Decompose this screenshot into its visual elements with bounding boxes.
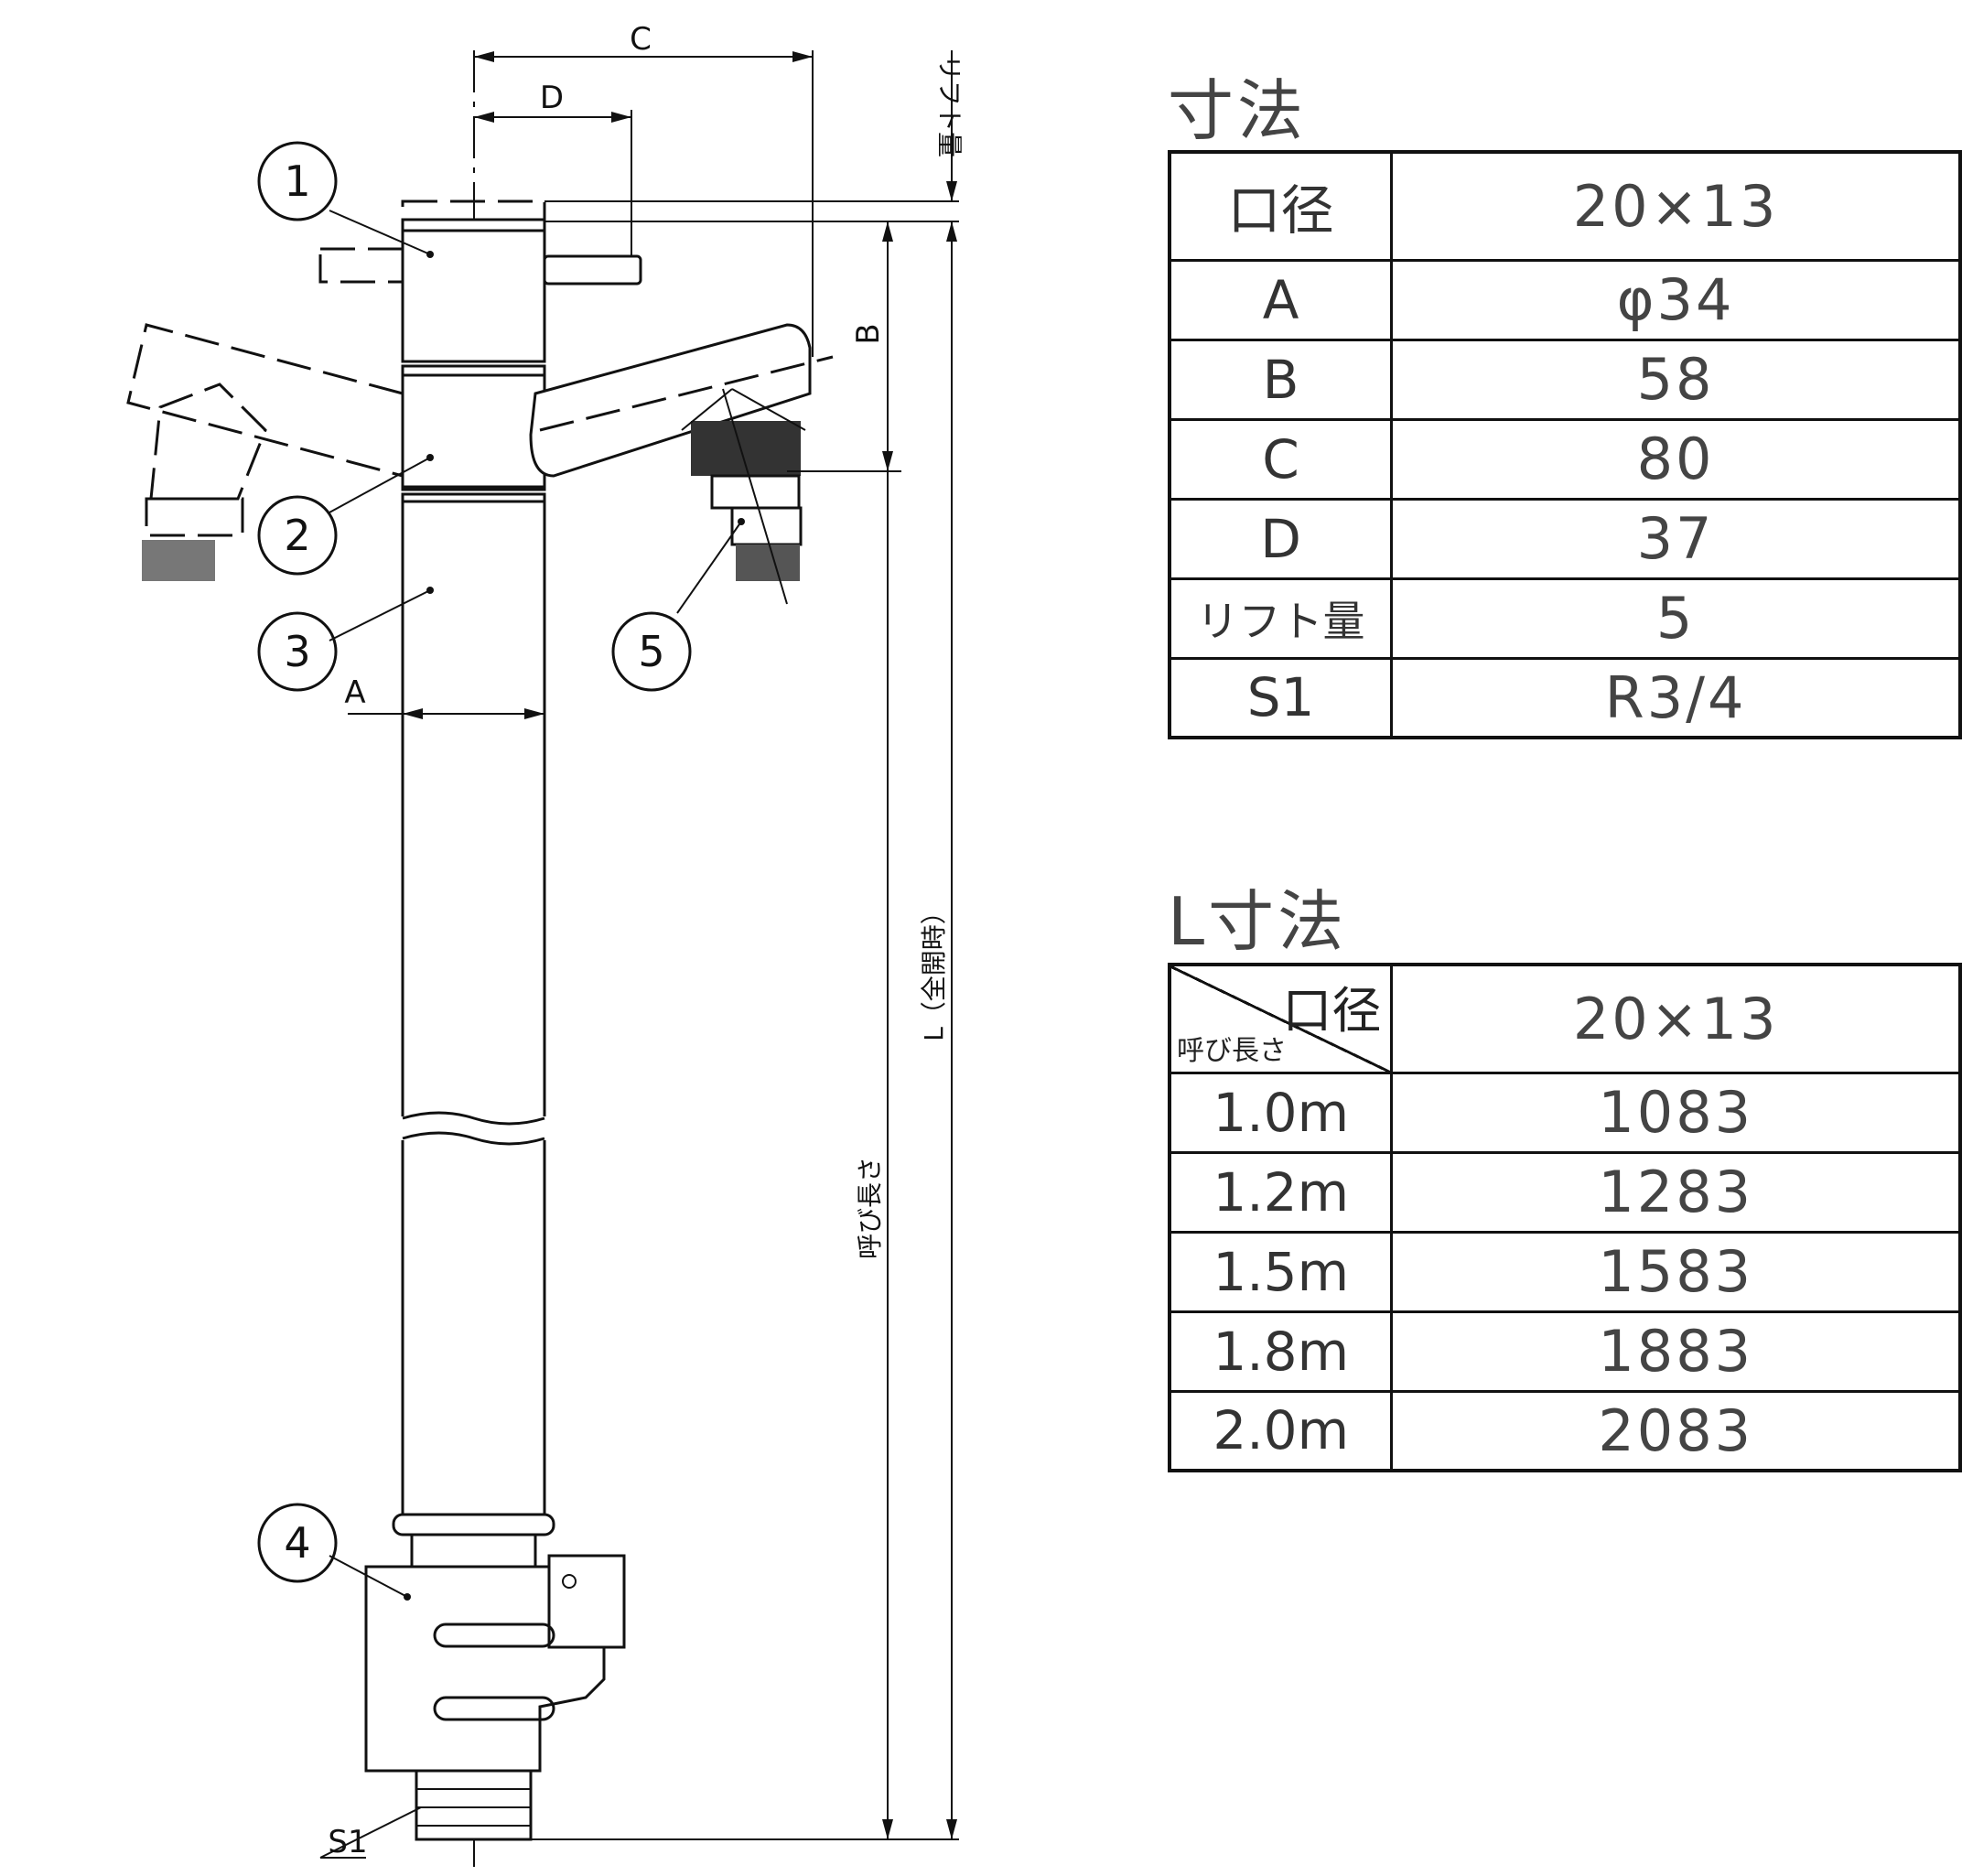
row-value: R3/4	[1390, 656, 1962, 739]
bore-value: 20×13	[1390, 963, 1962, 1074]
corner-bore: 口径	[1282, 982, 1382, 1040]
length-table: 口径 呼び長さ 20×13 1.0m 1083 1.2m 1283 1.5m 1…	[1168, 963, 1962, 1472]
table-row: B 58	[1168, 338, 1962, 421]
row-value: 37	[1390, 497, 1962, 580]
table-row: 1.2m 1283	[1168, 1150, 1962, 1234]
dim-label-c: C	[630, 21, 652, 58]
row-key: 1.2m	[1168, 1150, 1394, 1234]
row-value: 1283	[1390, 1150, 1962, 1234]
corner-nominal-length: 呼び長さ	[1177, 1034, 1287, 1067]
svg-text:4: 4	[284, 1518, 310, 1568]
dim-label-d: D	[540, 80, 564, 116]
row-key: リフト量	[1168, 577, 1394, 660]
callout-1: 1	[257, 141, 338, 221]
length-table-title: L寸法	[1168, 883, 1348, 960]
bore-value: 20×13	[1390, 150, 1962, 262]
table-row: 1.0m 1083	[1168, 1071, 1962, 1154]
row-key: C	[1168, 417, 1394, 501]
row-key: S1	[1168, 656, 1394, 739]
table-row: S1 R3/4	[1168, 656, 1962, 739]
row-value: φ34	[1390, 258, 1962, 341]
length-label: L（全開時）	[919, 899, 949, 1041]
nominal-length-label: 呼び長さ	[855, 1157, 885, 1259]
table-row: A φ34	[1168, 258, 1962, 341]
row-value: 5	[1390, 577, 1962, 660]
row-key: 1.8m	[1168, 1310, 1394, 1393]
corner-header: 口径 呼び長さ	[1168, 963, 1394, 1074]
row-value: 2083	[1390, 1389, 1962, 1472]
row-value: 58	[1390, 338, 1962, 421]
callout-2: 2	[257, 495, 338, 576]
dim-label-s1: S1	[328, 1824, 367, 1860]
dimension-table-title: 寸法	[1168, 72, 1308, 149]
svg-text:2: 2	[284, 511, 310, 560]
callout-4: 4	[257, 1503, 338, 1583]
faucet-technical-drawing: C D リフト量 B A	[126, 21, 965, 1867]
row-key: 2.0m	[1168, 1389, 1394, 1472]
table-row: 口径 20×13	[1168, 150, 1962, 262]
table-row: リフト量 5	[1168, 577, 1962, 660]
row-key: A	[1168, 258, 1394, 341]
callout-3: 3	[257, 611, 338, 692]
row-value: 1583	[1390, 1230, 1962, 1313]
row-key: D	[1168, 497, 1394, 580]
row-value: 1883	[1390, 1310, 1962, 1393]
callout-5: 5	[611, 611, 692, 692]
row-key: 1.0m	[1168, 1071, 1394, 1154]
row-key: 1.5m	[1168, 1230, 1394, 1313]
row-key: B	[1168, 338, 1394, 421]
table-row: 口径 呼び長さ 20×13	[1168, 963, 1962, 1074]
table-row: 1.5m 1583	[1168, 1230, 1962, 1313]
dimension-table: 口径 20×13 A φ34 B 58 C 80 D 37 リフト量 5 S1 …	[1168, 150, 1962, 739]
dim-label-a: A	[344, 674, 365, 711]
table-row: 1.8m 1883	[1168, 1310, 1962, 1393]
row-value: 80	[1390, 417, 1962, 501]
svg-text:1: 1	[284, 156, 310, 206]
table-row: C 80	[1168, 417, 1962, 501]
table-row: D 37	[1168, 497, 1962, 580]
svg-text:3: 3	[284, 627, 310, 676]
dim-label-b: B	[850, 323, 887, 344]
lift-label: リフト量	[934, 55, 965, 157]
row-value: 1083	[1390, 1071, 1962, 1154]
bore-header: 口径	[1168, 150, 1394, 262]
table-row: 2.0m 2083	[1168, 1389, 1962, 1472]
svg-text:5: 5	[638, 627, 664, 676]
